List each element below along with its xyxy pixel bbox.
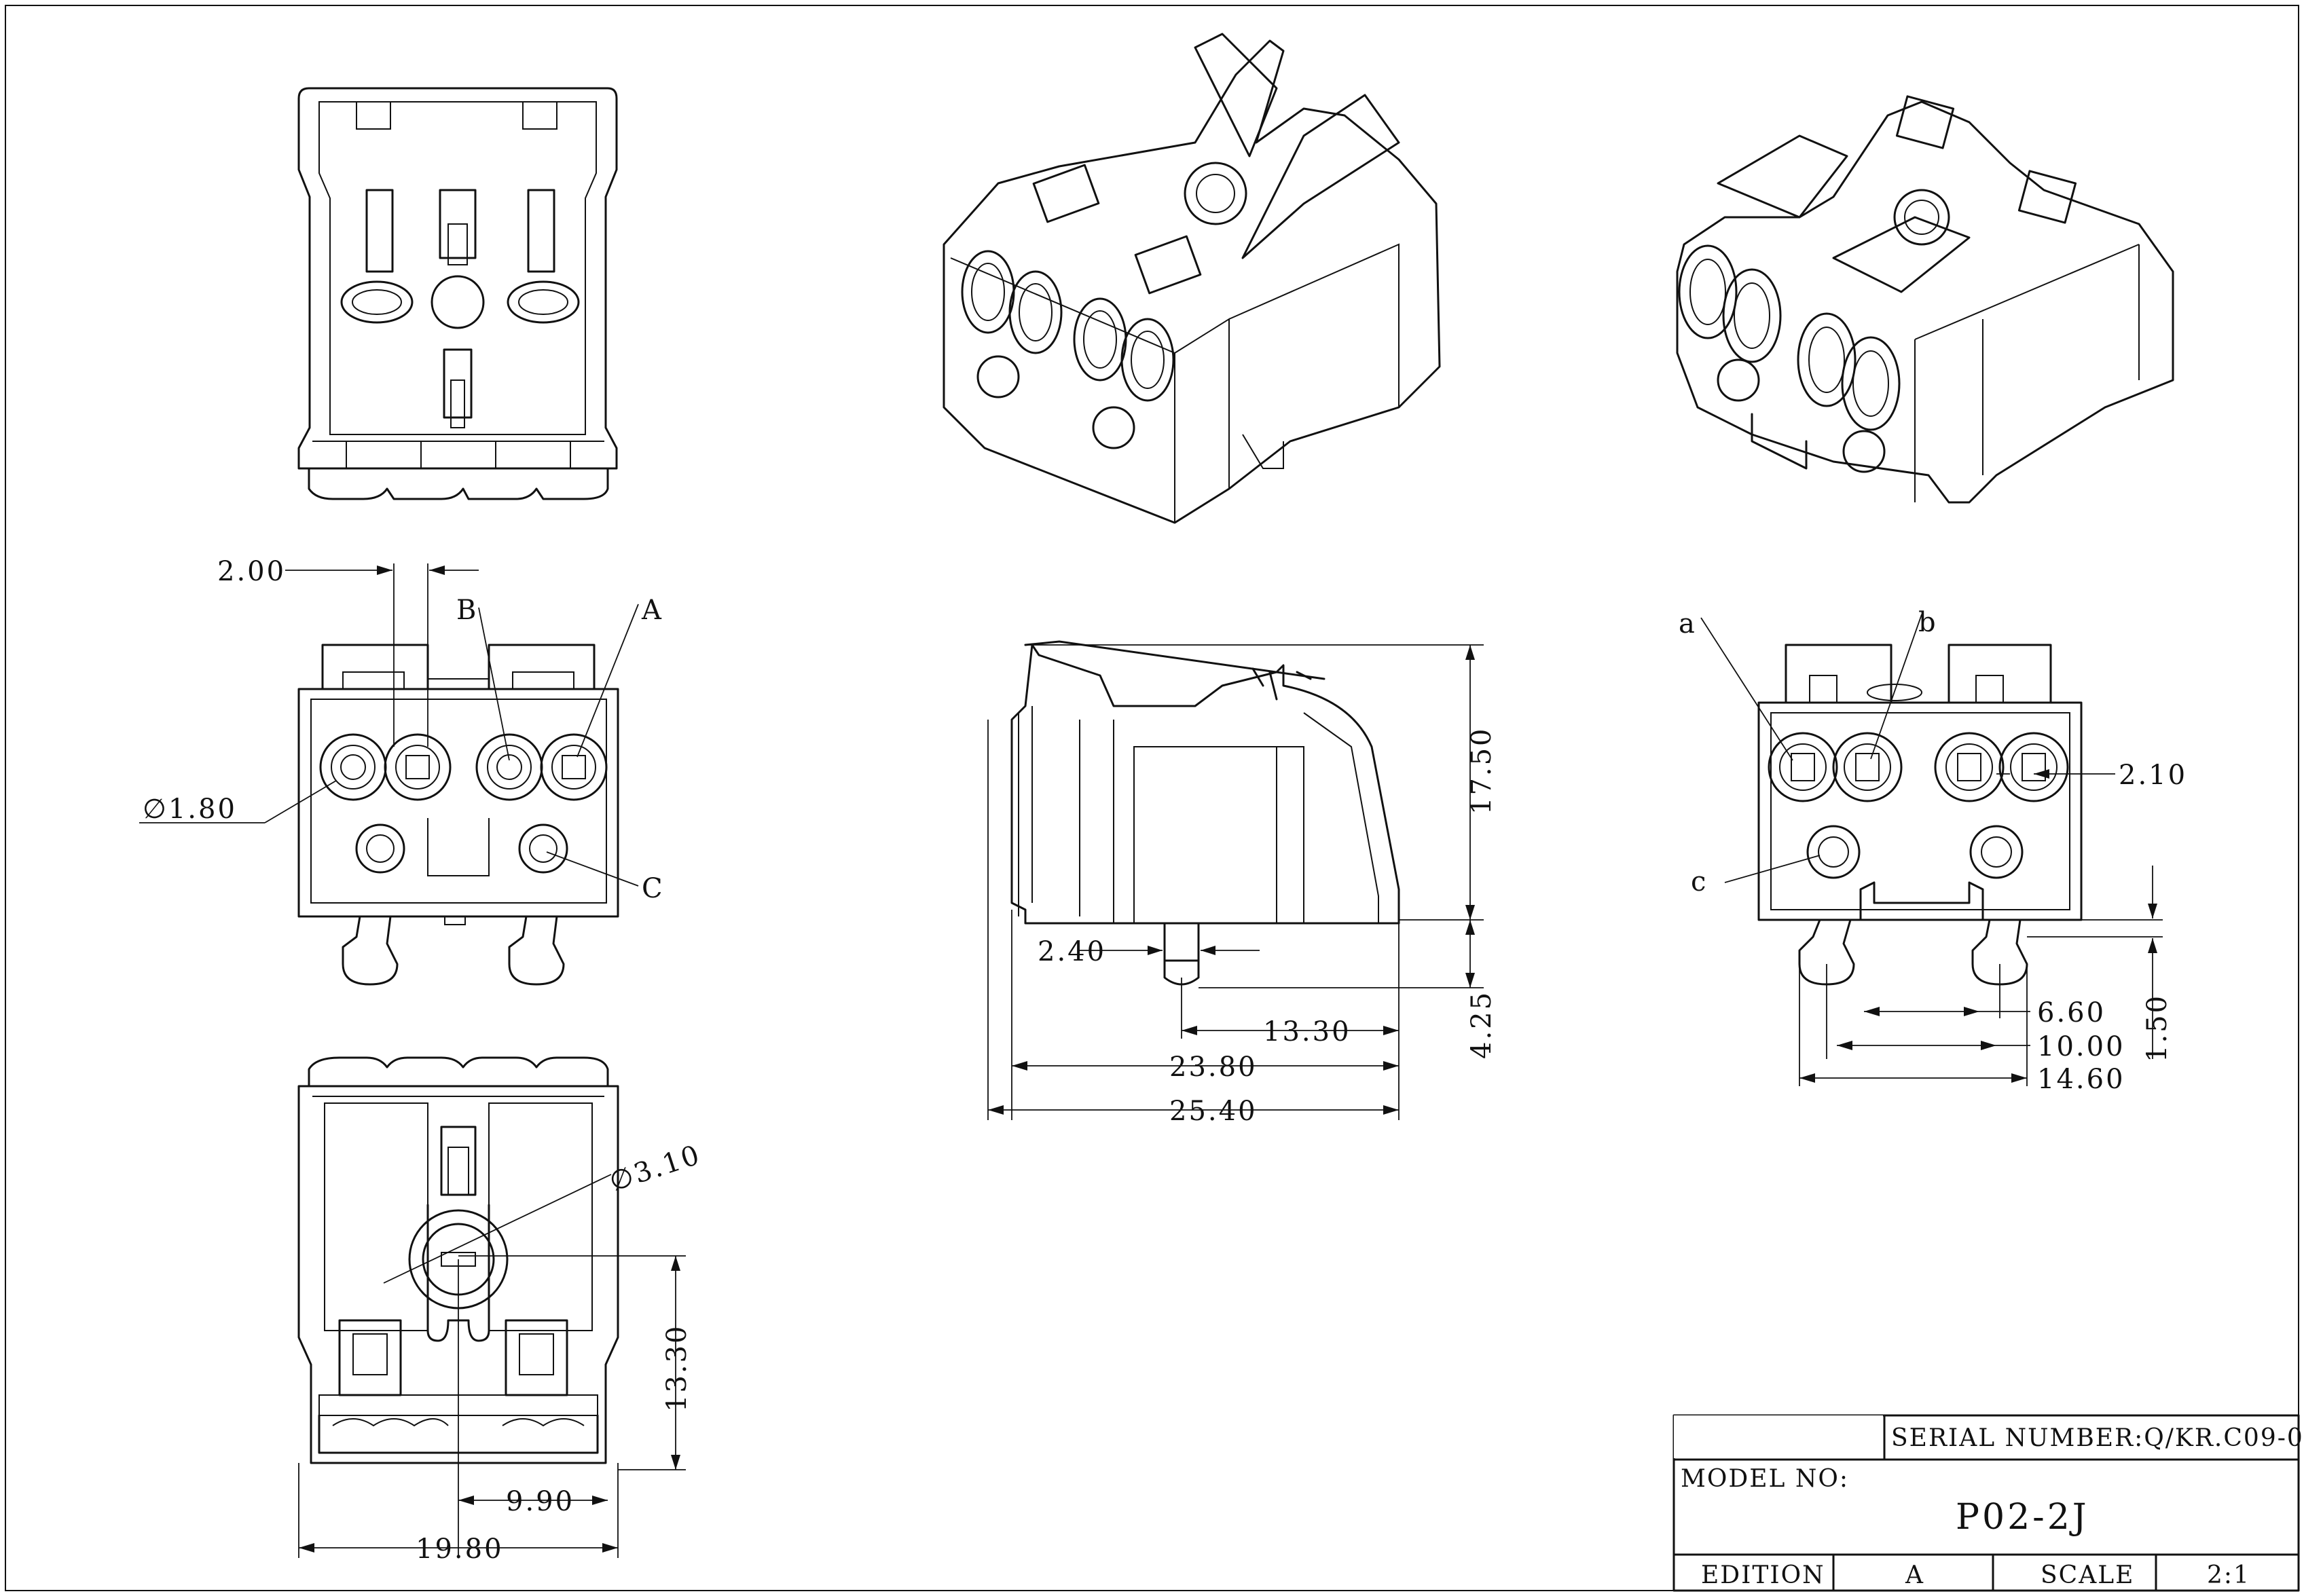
edition-label: EDITION: [1701, 1561, 1825, 1589]
dim-dia-3-10-label: ∅3.10: [606, 1139, 705, 1198]
dim-13-30-top-label: 13.30: [661, 1324, 693, 1412]
callout-c: c: [1691, 866, 1708, 897]
isometric-view-right: [1676, 95, 2174, 504]
model-no-label: MODEL NO:: [1681, 1465, 1849, 1493]
end-view-dimensions: [1700, 614, 2163, 1086]
dim-1-50-label: 1.50: [2142, 994, 2173, 1062]
edition-value: A: [1905, 1561, 1924, 1589]
model-no-value: P02-2J: [1956, 1497, 2089, 1538]
side-view-dimensions: [987, 644, 1484, 1120]
dim-10-00-label: 10.00: [2037, 1031, 2125, 1062]
callout-A: A: [641, 595, 663, 626]
callout-C: C: [642, 873, 665, 904]
dim-19-80-label: 19.80: [416, 1534, 504, 1565]
dim-13-30-side-label: 13.30: [1263, 1016, 1351, 1047]
dim-dia-1-80-label: ∅1.80: [143, 794, 237, 825]
callout-a: a: [1679, 608, 1697, 639]
top-view: [297, 87, 618, 500]
dim-25-40-label: 25.40: [1169, 1096, 1258, 1127]
dim-17-50-label: 17.50: [1466, 726, 1497, 815]
title-block-top-mask: [1674, 1415, 1883, 1458]
callout-B: B: [456, 595, 478, 626]
front-view: [297, 644, 619, 986]
dim-6-60-label: 6.60: [2037, 997, 2106, 1028]
dim-2-40-label: 2.40: [1038, 936, 1106, 967]
scale-label: SCALE: [2041, 1561, 2134, 1589]
sheet-border: [5, 5, 2299, 1591]
front-view-dimensions: [139, 563, 639, 887]
side-view: [1010, 640, 1400, 986]
bottom-view-dimensions: [298, 1174, 686, 1558]
serial-number: SERIAL NUMBER:Q/KR.C09-05-186: [1891, 1424, 2304, 1452]
dim-2-00-label: 2.00: [217, 556, 286, 587]
dim-9-90-label: 9.90: [506, 1486, 574, 1517]
scale-value: 2:1: [2207, 1561, 2250, 1589]
isometric-view-left: [943, 33, 1441, 524]
end-view: [1757, 644, 2083, 986]
callout-b: b: [1918, 607, 1938, 638]
dim-23-80-label: 23.80: [1169, 1052, 1258, 1083]
dim-4-25-label: 4.25: [1466, 990, 1497, 1059]
dim-2-10-label: 2.10: [2119, 760, 2187, 791]
dim-14-60-label: 14.60: [2037, 1064, 2125, 1095]
